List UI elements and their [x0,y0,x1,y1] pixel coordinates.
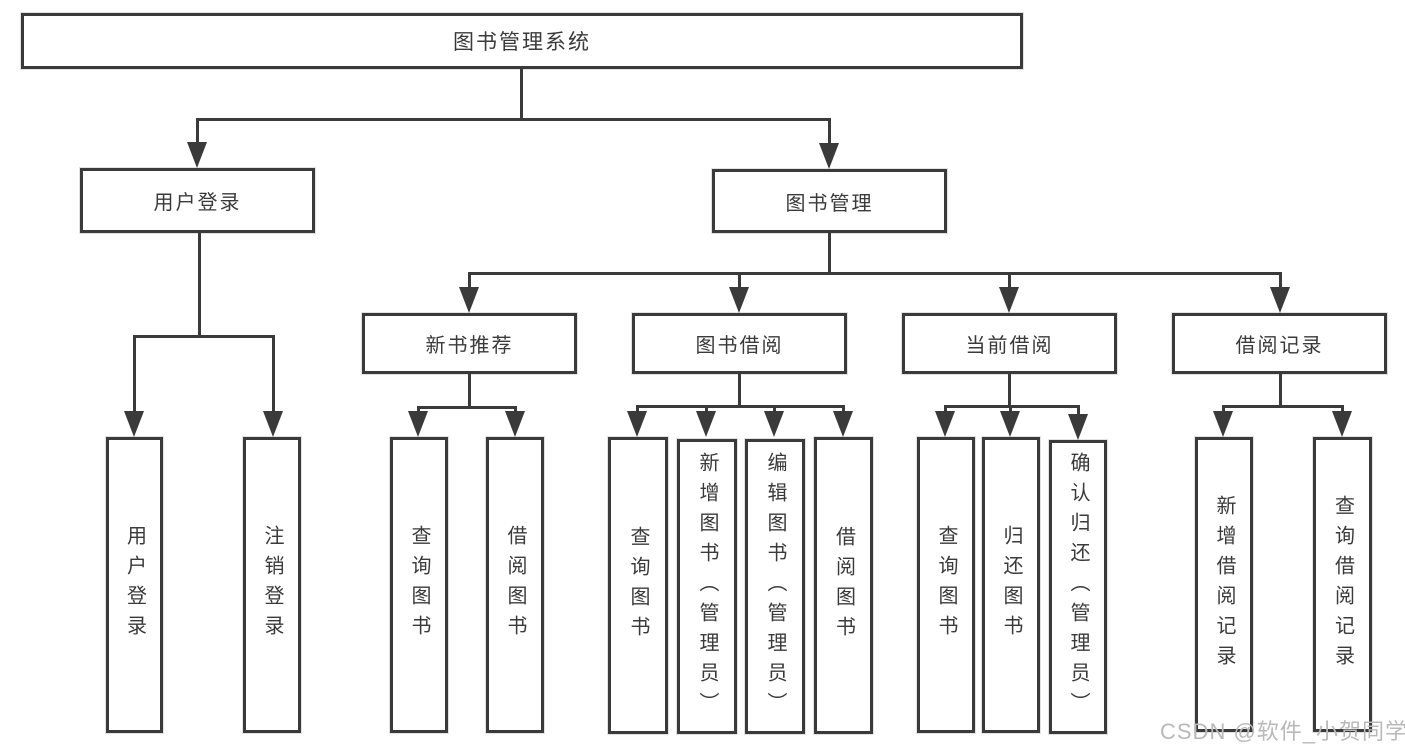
leaf-record-add-label: 新增借阅记录 [1213,494,1235,675]
leaf-current-confirm-return-admin-label: 确认归还（管理员） [1067,452,1089,722]
node-book-management: 图书管理 [712,169,947,233]
connector-arrow-stem [1009,405,1012,415]
arrowhead-down-icon [1270,287,1290,313]
leaf-borrow-add-book-admin-label: 新增图书（管理员） [696,451,718,722]
node-user-login-label: 用户登录 [153,192,242,214]
leaf-borrow-borrow-book: 借阅图书 [814,437,873,734]
node-new-book-recommend: 新书推荐 [362,313,577,374]
arrowhead-down-icon [187,142,207,168]
connector-book-mgmt-bar [468,272,1282,275]
leaf-current-return-book: 归还图书 [982,437,1040,733]
connector-recommend-stem [468,373,471,406]
node-user-login: 用户登录 [80,168,315,233]
leaf-borrow-edit-book-admin-label: 编辑图书（管理员） [764,451,786,722]
connector-arrow-stem [738,272,741,292]
connector-arrow-stem [196,118,199,148]
leaf-current-confirm-return-admin: 确认归还（管理员） [1049,440,1107,734]
leaf-record-query-label: 查询借阅记录 [1331,494,1354,675]
connector-borrow-bar [636,405,844,408]
connector-root-stem [520,68,523,118]
leaf-current-return-book-label: 归还图书 [1000,525,1022,645]
leaf-recommend-query-book-label: 查询图书 [408,525,430,645]
arrowhead-down-icon [935,411,955,437]
node-root: 图书管理系统 [21,13,1023,69]
leaf-borrow-query-book: 查询图书 [608,437,668,734]
connector-current-stem [1008,373,1011,405]
arrowhead-down-icon [124,411,144,437]
leaf-borrow-borrow-book-label: 借阅图书 [832,525,855,646]
arrowhead-down-icon [764,411,784,437]
connector-record-stem [1279,373,1282,405]
leaf-record-query: 查询借阅记录 [1313,437,1372,732]
connector-arrow-stem [1008,272,1011,292]
leaf-user-login: 用户登录 [106,437,163,733]
connector-arrow-stem [828,118,831,148]
node-current-borrow-label: 当前借阅 [965,335,1054,357]
connector-arrow-stem [705,405,708,415]
arrowhead-down-icon [1068,414,1088,440]
connector-level1-bar [196,118,831,121]
leaf-current-query-book: 查询图书 [917,437,975,733]
connector-arrow-stem [1279,272,1282,292]
connector-arrow-stem [944,405,947,415]
connector-current-bar [944,405,1080,408]
leaf-borrow-edit-book-admin: 编辑图书（管理员） [745,439,805,734]
leaf-borrow-add-book-admin: 新增图书（管理员） [677,439,737,734]
connector-book-mgmt-stem [828,233,831,272]
csdn-watermark: CSDN @软件_小贺同学 [1160,719,1405,744]
node-book-borrow: 图书借阅 [632,313,847,374]
leaf-logout-label: 注销登录 [261,525,283,645]
connector-borrow-stem [738,373,741,405]
arrowhead-down-icon [999,287,1019,313]
arrowhead-down-icon [408,411,428,437]
leaf-current-query-book-label: 查询图书 [935,525,957,645]
connector-arrow-stem [773,405,776,415]
arrowhead-down-icon [505,411,525,437]
connector-arrow-stem [272,335,275,415]
node-current-borrow: 当前借阅 [902,313,1117,374]
leaf-recommend-borrow-book: 借阅图书 [486,437,544,733]
connector-arrow-stem [636,405,639,415]
node-borrow-record: 借阅记录 [1172,313,1387,374]
arrowhead-down-icon [833,411,853,437]
arrowhead-down-icon [263,411,283,437]
connector-user-login-bar [133,335,275,338]
arrowhead-down-icon [627,411,647,437]
connector-user-login-stem [198,233,201,335]
arrowhead-down-icon [729,287,749,313]
arrowhead-down-icon [1000,411,1020,437]
node-book-management-label: 图书管理 [785,192,874,215]
connector-arrow-stem [1222,405,1225,415]
arrowhead-down-icon [696,411,716,437]
connector-arrow-stem [133,335,136,415]
connector-arrow-stem [468,272,471,292]
arrowhead-down-icon [1213,411,1233,437]
leaf-user-login-label: 用户登录 [123,525,146,645]
leaf-recommend-query-book: 查询图书 [390,437,448,733]
connector-record-bar [1222,405,1344,408]
node-new-book-recommend-label: 新书推荐 [425,335,514,357]
arrowhead-down-icon [819,143,839,169]
node-root-label: 图书管理系统 [453,31,591,54]
connector-arrow-stem [842,405,845,415]
connector-arrow-stem [1077,405,1080,415]
leaf-logout: 注销登录 [243,437,301,733]
leaf-borrow-query-book-label: 查询图书 [627,525,649,646]
connector-recommend-bar [417,406,517,409]
arrowhead-down-icon [459,287,479,313]
connector-arrow-stem [1341,405,1344,415]
node-book-borrow-label: 图书借阅 [695,335,784,357]
arrowhead-down-icon [1332,411,1352,437]
leaf-record-add: 新增借阅记录 [1195,437,1253,732]
node-borrow-record-label: 借阅记录 [1235,335,1324,357]
leaf-recommend-borrow-book-label: 借阅图书 [504,525,526,645]
